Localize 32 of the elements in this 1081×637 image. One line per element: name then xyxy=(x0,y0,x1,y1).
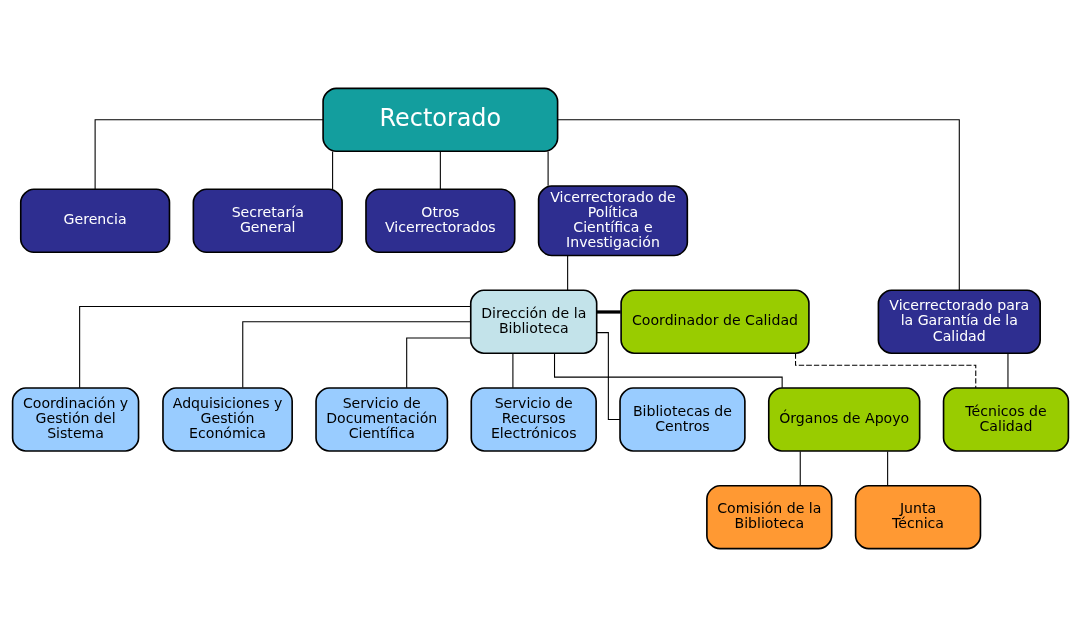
node-box: Coordinador de Calidad xyxy=(620,289,810,355)
connector xyxy=(596,310,621,314)
node-box: Dirección de la Biblioteca xyxy=(469,289,598,355)
connector xyxy=(887,450,889,486)
connector xyxy=(242,321,472,388)
node-box: Bibliotecas de Centros xyxy=(619,387,746,452)
node-box: Vicerrectorado de Política Científica e Investigación xyxy=(537,185,689,257)
connector xyxy=(567,255,569,291)
connector xyxy=(94,119,324,190)
connector xyxy=(799,450,801,486)
connector xyxy=(1007,353,1009,389)
connector xyxy=(79,306,472,389)
connector xyxy=(406,337,472,389)
node-box: Otros Vicerrectorados xyxy=(365,188,516,254)
node-box: Órganos de Apoyo xyxy=(767,387,921,452)
node-box: Secretaría General xyxy=(192,188,343,254)
node-box: Servicio de Documentación Científica xyxy=(315,387,449,452)
node-box: Vicerrectorado para la Garantía de la Calidad xyxy=(877,289,1041,355)
node-box: Gerencia xyxy=(19,188,171,254)
node-box: Técnicos de Calidad xyxy=(942,387,1070,452)
connector xyxy=(557,119,960,291)
node-box: Servicio de Recursos Electrónicos xyxy=(470,387,597,452)
connector xyxy=(439,150,441,190)
connector xyxy=(332,150,334,190)
node-box: Comisión de la Biblioteca xyxy=(706,484,833,550)
node-box: Junta Técnica xyxy=(854,484,982,550)
connector xyxy=(554,352,783,389)
node-box: Coordinación y Gestión del Sistema xyxy=(11,387,140,452)
node-box: Adquisiciones y Gestión Económica xyxy=(162,387,293,452)
connector xyxy=(547,150,549,187)
connector xyxy=(512,353,514,389)
node-box: Rectorado xyxy=(322,87,559,153)
